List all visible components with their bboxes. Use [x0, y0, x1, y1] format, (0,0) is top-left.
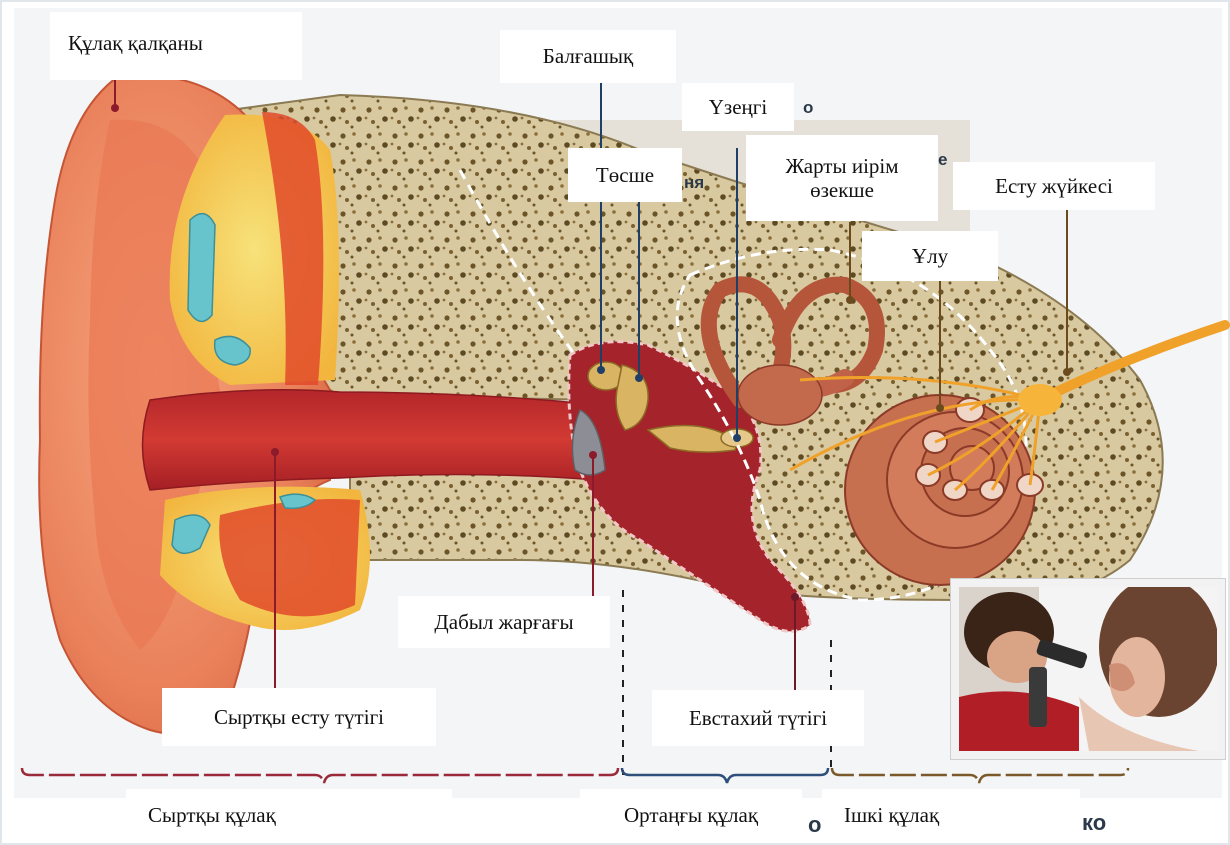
- leader-nerve-dot: [1063, 368, 1071, 376]
- label-eardrum: Дабыл жарғағы: [398, 596, 610, 648]
- bg-fragment-ko: ко: [1082, 810, 1106, 836]
- label-middle-ear: Ортаңғы құлақ: [580, 789, 802, 841]
- leader-stapes-dot: [733, 434, 741, 442]
- bg-fragment-e: е: [938, 150, 947, 170]
- leader-eardrum-dot: [589, 451, 597, 459]
- blue-cartilage-1: [188, 214, 215, 322]
- label-cochlea: Ұлу: [862, 231, 998, 281]
- label-auditory-nerve: Есту жүйкесі: [953, 162, 1155, 210]
- label-stapes: Үзеңгі: [682, 83, 794, 131]
- label-ear-canal: Сыртқы есту түтігі: [162, 688, 436, 746]
- label-semicircular: Жарты иірім өзекше: [746, 135, 938, 221]
- bg-fragment-o2: о: [808, 812, 821, 838]
- label-outer-ear: Сыртқы құлақ: [126, 789, 452, 841]
- leader-cochlea-dot: [936, 404, 944, 412]
- leader-malleus-dot: [597, 366, 605, 374]
- leader-canal-dot: [271, 448, 279, 456]
- vestibule: [738, 365, 822, 425]
- label-semicircular-line2: өзекше: [810, 178, 874, 202]
- label-malleus: Балғашық: [500, 30, 676, 83]
- label-eustachian-tube: Евстахий түтігі: [652, 690, 864, 746]
- bg-fragment-nya: ня: [684, 173, 704, 193]
- label-inner-ear: Ішкі құлақ: [822, 789, 1080, 841]
- otoscope-photo: [959, 587, 1217, 751]
- photo-inset: [950, 578, 1226, 760]
- label-semicircular-line1: Жарты иірім: [785, 154, 898, 178]
- leader-semicircular-dot: [846, 296, 854, 304]
- leader-eustachian-dot: [791, 593, 799, 601]
- label-incus: Төсше: [568, 148, 682, 202]
- ear-canal-shape: [143, 390, 601, 490]
- leader-incus-dot: [635, 374, 643, 382]
- bg-fragment-o: о: [803, 98, 813, 118]
- label-pinna: Құлақ қалқаны: [50, 12, 302, 80]
- muscle-lower: [219, 499, 360, 616]
- leader-pinna-dot: [111, 104, 119, 112]
